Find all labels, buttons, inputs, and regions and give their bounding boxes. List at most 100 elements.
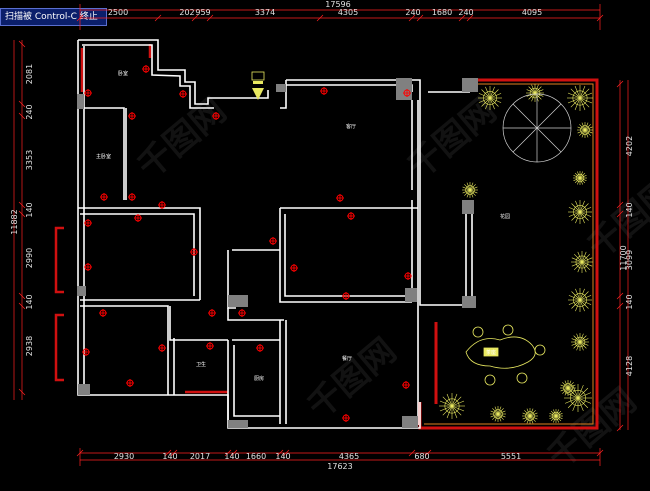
ceiling-light-icon [206,342,214,350]
ceiling-light-icon [126,379,134,387]
room-labels: 卧室 客厅 主卧室 花园 餐厅 卫生 厨房 茶座 [96,70,510,382]
dim-tick [224,449,232,457]
dim-tick [18,201,26,209]
dim-tick [616,292,624,300]
garden-plants [439,84,593,424]
dim-bottom-segment: 5551 [501,452,521,461]
room-label-bath: 卫生 [196,361,206,368]
dim-bottom-segment: 140 [162,452,177,461]
plant-icon [439,393,465,419]
dim-tick [416,14,424,22]
plant-icon [522,408,538,424]
dim-tick [596,449,604,457]
dim-tick [164,449,172,457]
walls [77,39,473,429]
dim-tick [616,302,624,310]
watermark-text: 千图网 [580,171,650,267]
dim-top-segment: 959 [195,8,210,17]
dim-tick [76,14,84,22]
ceiling-light-icon [100,193,108,201]
room-label-living: 客厅 [346,123,356,130]
dim-bottom-total: 17623 [327,462,352,471]
dim-tick [316,14,324,22]
watermark-text: 千图网 [300,331,404,427]
dim-left-segment: 2081 [25,64,34,84]
plant-icon [571,251,593,273]
ceiling-light-icon [142,65,150,73]
ceiling-light-icon [290,264,298,272]
watermark-layer: 千图网千图网千图网千图网千图网 [130,91,650,477]
plant-icon [560,380,576,396]
ceiling-light-icon [404,272,412,280]
dim-tick [616,201,624,209]
plant-icon [478,86,502,110]
dim-left-total: 11882 [10,209,19,234]
ceiling-light-icon [403,89,411,97]
dim-tick [276,449,284,457]
dim-top-segment: 4095 [522,8,542,17]
dim-tick [18,302,26,310]
ceiling-light-icon [128,112,136,120]
dim-tick [616,80,624,88]
ceiling-light-icon [84,219,92,227]
dim-tick [458,14,466,22]
ceiling-light-icon [179,90,187,98]
dim-tick [154,14,162,22]
dim-tick [191,14,199,22]
ceiling-light-icon [208,309,216,317]
dim-tick [424,449,432,457]
ceiling-light-icon [212,112,220,120]
dim-left-segment: 140 [25,202,34,217]
ceiling-light-icon [256,344,264,352]
dimension-lines [13,4,629,466]
dim-right-segment: 4128 [625,356,634,376]
dim-tick [18,40,26,48]
dim-bottom-segment: 680 [414,452,429,461]
dim-tick [18,210,26,218]
dim-tick [206,14,214,22]
dim-bottom-segment: 4365 [339,452,359,461]
dim-tick [18,100,26,108]
dim-bottom-segment: 140 [275,452,290,461]
ceiling-light-icon [99,309,107,317]
garden-umbrella [502,93,572,163]
ceiling-light-icon [320,87,328,95]
dim-tick [466,14,474,22]
plant-icon [571,333,589,351]
plant-icon [462,182,478,198]
dim-top-segment: 3374 [255,8,275,17]
room-label-tea: 茶座 [486,349,496,356]
dim-tick [282,449,290,457]
plant-icon [573,171,587,185]
structural-pillars [77,78,478,428]
dim-top-segment: 2500 [108,8,128,17]
tea-table [465,324,546,386]
dim-tick [230,449,238,457]
ceiling-light-icon [402,381,410,389]
room-label-master: 主卧室 [96,153,111,160]
watermark-text: 千图网 [130,91,234,187]
dim-tick [616,210,624,218]
dim-tick [170,449,178,457]
room-label-kitchen: 厨房 [254,375,264,382]
ceiling-light-icon [84,263,92,271]
ceiling-light-icon [158,201,166,209]
ceiling-light-icon [128,193,136,201]
ceiling-light-icon [190,248,198,256]
dim-tick [408,449,416,457]
plant-icon [568,200,592,224]
ceiling-light-icon [336,194,344,202]
dim-top-segment: 240 [458,8,473,17]
dim-bottom-segment: 1660 [246,452,266,461]
dim-top-segment: 202 [179,8,194,17]
ceiling-light-icon [82,348,90,356]
dim-left-segment: 140 [25,294,34,309]
dim-tick [616,424,624,432]
dim-right-segment: 140 [625,202,634,217]
plant-icon [568,288,592,312]
dim-top-segment: 4305 [338,8,358,17]
ceiling-light-icon [158,344,166,352]
dim-bottom-segment: 2017 [190,452,210,461]
north-arrow [251,71,265,100]
